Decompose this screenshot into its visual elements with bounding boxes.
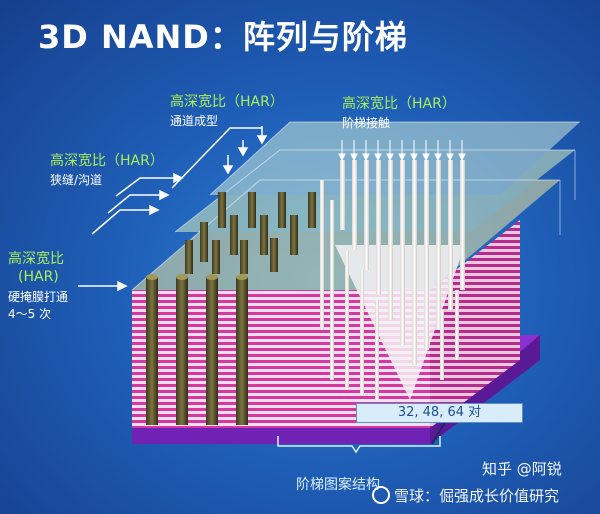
- har-channel-sub: 通道成型: [170, 114, 219, 128]
- har-channel-heading: 高深宽比（HAR）: [170, 94, 284, 110]
- channel-pillars-front: [146, 274, 248, 425]
- stack-side-face: [430, 220, 520, 428]
- channel-pillars-back: [185, 192, 316, 274]
- xueqiu-watermark: 雪球：倔强成长价值研究: [394, 487, 560, 505]
- har-hardmask-sub-1: 硬掩膜打通: [8, 290, 69, 304]
- annotation-arrows: [78, 126, 268, 292]
- staircase-pattern-label: 阶梯图案结构: [296, 477, 380, 493]
- har-hardmask-sub-2: 4～5 次: [8, 307, 52, 321]
- substrate-front-face: [132, 335, 540, 444]
- page-title: 3D NAND：阵列与阶梯: [38, 18, 408, 56]
- zhihu-watermark: 知乎 @阿锐: [482, 460, 562, 478]
- har-staircase-sub: 阶梯接触: [342, 116, 391, 130]
- har-slit-sub: 狭缝/沟道: [50, 173, 103, 187]
- staircase-bracket: [277, 436, 441, 454]
- har-slit-heading: 高深宽比（HAR）: [50, 153, 164, 169]
- har-hardmask-heading-1: 高深宽比: [8, 251, 64, 267]
- har-hardmask-heading-2: (HAR): [18, 269, 59, 285]
- staircase-arrows: [338, 140, 466, 162]
- layer-count-box: 32, 48, 64 对: [356, 403, 523, 423]
- xueqiu-logo-icon: [372, 486, 390, 504]
- har-staircase-heading: 高深宽比（HAR）: [342, 96, 456, 112]
- staircase-contacts: [320, 160, 465, 400]
- upper-hardmask-plane: [210, 122, 580, 195]
